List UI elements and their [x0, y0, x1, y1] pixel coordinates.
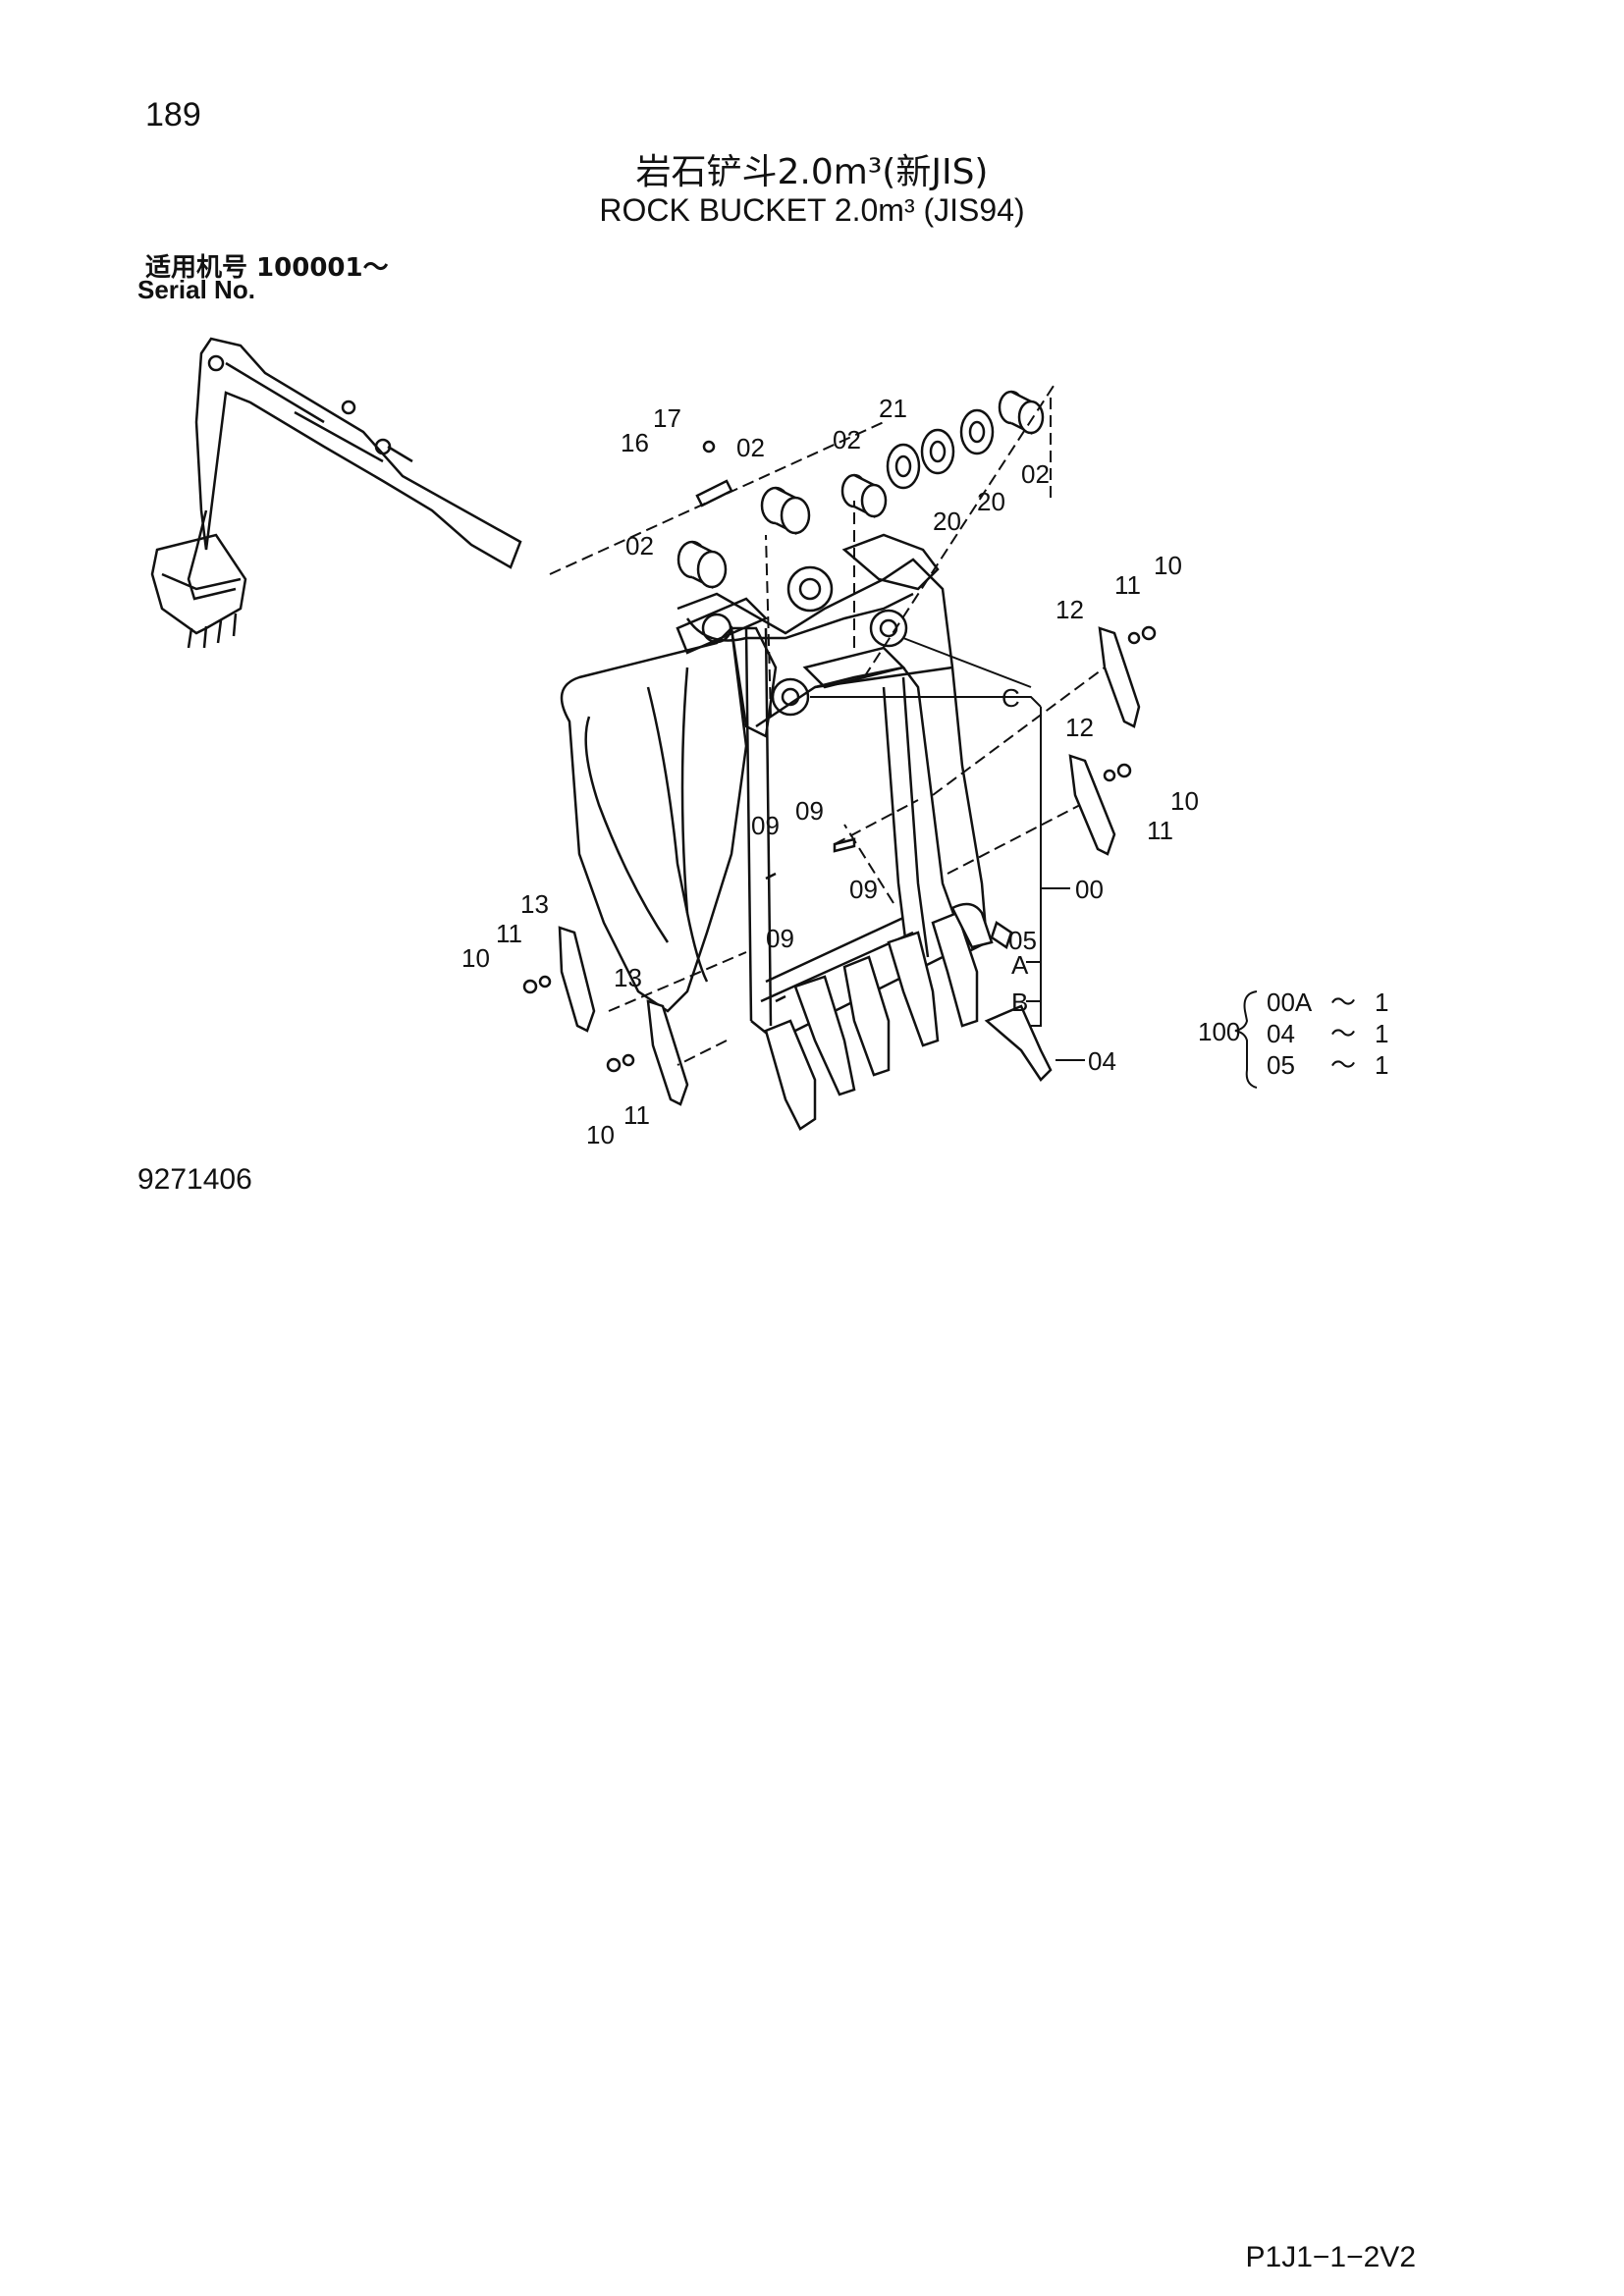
callout-11: 11 — [1147, 816, 1173, 845]
callout-11: 11 — [623, 1100, 650, 1130]
callout-09: 09 — [795, 796, 824, 826]
assembly-row-qty: 1 — [1375, 1019, 1388, 1048]
callout-13: 13 — [614, 963, 642, 992]
callout-13: 13 — [520, 889, 549, 919]
callout-ref-c: C — [1001, 683, 1020, 713]
callout-12: 12 — [1065, 713, 1094, 742]
callout-11: 11 — [1114, 570, 1141, 600]
assembly-row-part: 00A — [1267, 988, 1313, 1017]
page-number: 189 — [145, 96, 201, 133]
callout-20: 20 — [933, 507, 961, 536]
leader-lines — [810, 637, 1258, 1089]
callout-10: 10 — [586, 1120, 615, 1149]
callout-09: 09 — [751, 811, 780, 840]
callout-02: 02 — [833, 425, 861, 454]
callout-09: 09 — [849, 875, 878, 904]
callout-21: 21 — [879, 394, 907, 423]
callout-02: 02 — [736, 433, 765, 462]
serial-label-english: Serial No. — [137, 275, 255, 304]
page-code: P1J1−1−2V2 — [1245, 2241, 1416, 2273]
excavator-arm-thumbnail — [150, 337, 522, 649]
callout-02: 02 — [1021, 459, 1050, 489]
assembly-row-qty: 1 — [1375, 988, 1388, 1017]
callout-17: 17 — [653, 403, 681, 433]
side-cutters — [522, 625, 1157, 1106]
projection-lines — [549, 382, 1106, 1066]
callout-ref-a: A — [1011, 950, 1029, 980]
pins-and-bushings — [677, 390, 1045, 590]
assembly-row-qty: 1 — [1375, 1050, 1388, 1080]
callout-11: 11 — [496, 919, 522, 948]
assembly-number: 100 — [1198, 1017, 1240, 1046]
callout-10: 10 — [1170, 786, 1199, 816]
assembly-row-part: 05 — [1267, 1050, 1295, 1080]
bucket-body — [560, 533, 989, 1042]
title-chinese: 岩石铲斗2.0m³(新JIS) — [635, 152, 989, 192]
callout-02: 02 — [625, 531, 654, 561]
callout-00: 00 — [1075, 875, 1104, 904]
callout-12: 12 — [1056, 595, 1084, 624]
assembly-breakdown: 100 00A ～ 1 04 ～ 1 05 ～ 1 — [1198, 988, 1388, 1080]
callout-10: 10 — [1154, 551, 1182, 580]
callout-04: 04 — [1088, 1046, 1116, 1076]
title-english: ROCK BUCKET 2.0m³ (JIS94) — [599, 192, 1025, 228]
callout-20: 20 — [977, 487, 1005, 516]
assembly-row-symbol: ～ — [1330, 1050, 1356, 1080]
drawing-number: 9271406 — [137, 1163, 252, 1196]
serial-label-chinese: 适用机号 100001～ — [145, 253, 389, 283]
assembly-row-symbol: ～ — [1330, 988, 1356, 1017]
part-callouts: 17 16 02 02 21 02 20 20 02 10 11 12 C 12… — [461, 394, 1199, 1149]
bucket-teeth — [764, 902, 1053, 1131]
callout-09: 09 — [766, 924, 794, 953]
callout-05: 05 — [1008, 926, 1037, 955]
callout-ref-b: B — [1011, 988, 1028, 1017]
callout-10: 10 — [461, 943, 490, 973]
callout-16: 16 — [621, 428, 649, 457]
assembly-row-symbol: ～ — [1330, 1019, 1356, 1048]
rock-bucket-exploded-diagram: 17 16 02 02 21 02 20 20 02 10 11 12 C 12… — [150, 337, 1388, 1149]
assembly-row-part: 04 — [1267, 1019, 1295, 1048]
